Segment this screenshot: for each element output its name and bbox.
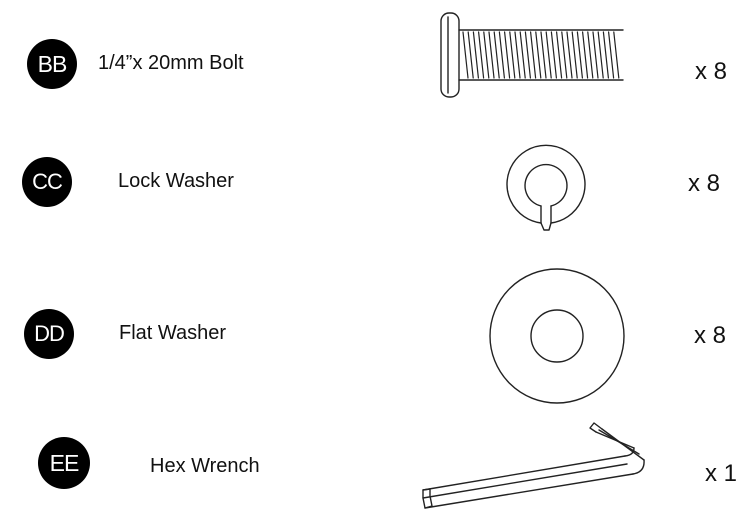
part-name-ee: Hex Wrench xyxy=(150,455,260,477)
flat-washer-icon xyxy=(489,268,625,404)
part-code-ee: EE xyxy=(49,449,80,476)
part-name-dd: Flat Washer xyxy=(119,322,227,344)
part-code-badge-cc: CC xyxy=(22,157,72,207)
part-code-badge-ee: EE xyxy=(38,437,90,489)
quantity-bb: x 8 xyxy=(695,58,728,85)
hex-wrench-icon xyxy=(422,422,645,509)
part-code-badge-dd: DD xyxy=(24,309,74,359)
part-name-bb: 1/4”x 20mm Bolt xyxy=(98,52,244,74)
part-name-cc: Lock Washer xyxy=(118,170,234,192)
lock-washer-icon xyxy=(506,144,586,231)
part-code-bb: BB xyxy=(37,50,68,77)
quantity-cc: x 8 xyxy=(688,170,721,197)
quantity-ee: x 1 xyxy=(705,460,738,487)
quantity-dd: x 8 xyxy=(694,322,727,349)
bolt-icon xyxy=(440,12,624,98)
part-code-dd: DD xyxy=(34,321,65,346)
part-code-cc: CC xyxy=(32,169,63,194)
part-code-badge-bb: BB xyxy=(27,39,77,89)
